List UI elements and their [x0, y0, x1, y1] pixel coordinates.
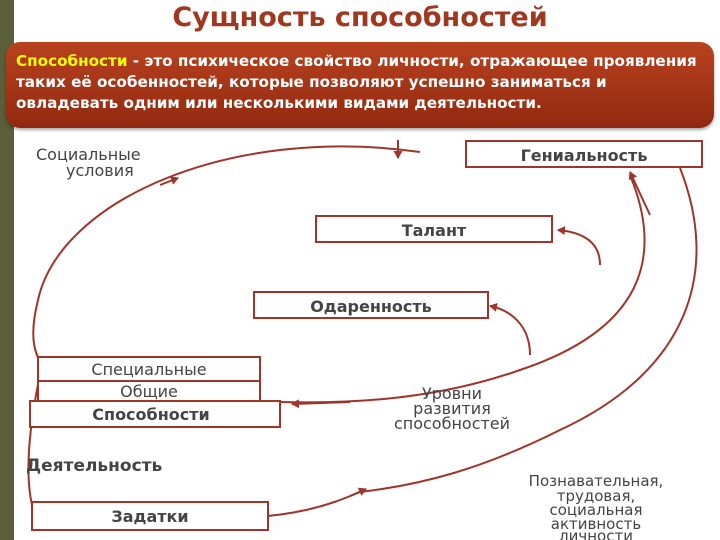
talent-label: Талант [402, 221, 467, 240]
arrow-to-talent [557, 226, 601, 266]
inner-ring-inner-curve [279, 174, 646, 404]
giftedness-label: Одаренность [310, 297, 432, 316]
inclinations-box [31, 501, 269, 531]
activity-types-line-1: Познавательная, [529, 472, 664, 490]
outer-loop-curve [32, 145, 421, 366]
definition-term: Способности [16, 52, 128, 70]
social-conditions-line-2: условия [66, 161, 134, 180]
activity-arrow [349, 487, 367, 497]
activity-types-line-5: личности [559, 527, 633, 540]
special-box [37, 356, 261, 382]
inclinations-label: Задатки [111, 507, 188, 526]
page-title: Сущность способностей [172, 2, 548, 33]
abilities-label: Способности [92, 405, 209, 424]
activity-types-line-4: активность [551, 515, 641, 533]
general-label: Общие [120, 382, 178, 401]
abilities-box [29, 400, 281, 428]
levels-line-3: способностей [394, 414, 510, 433]
arrow-to-giftedness [489, 302, 531, 356]
definition-box: Способности - это психическое свойство л… [6, 42, 714, 128]
left-accent-strip [0, 0, 14, 540]
arrow-to-abilities [291, 399, 351, 409]
talent-box [315, 215, 553, 243]
activity-types-line-2: трудовая, [557, 487, 636, 505]
activity-types-line-3: социальная [549, 501, 642, 519]
genius-label: Гениальность [521, 146, 648, 165]
social-conditions-line-1: Социальные [36, 145, 141, 164]
activity-label: Деятельность [26, 456, 162, 476]
genius-box [465, 140, 703, 168]
special-label: Специальные [91, 360, 206, 379]
arrow-to-genius [628, 171, 651, 216]
giftedness-box [253, 291, 489, 319]
levels-line-1: Уровни [422, 384, 482, 403]
levels-line-2: развития [413, 399, 491, 418]
social-conditions-arrow [159, 176, 179, 186]
inner-ring-outer-curve [359, 167, 698, 493]
definition-text: - это психическое свойство личности, отр… [16, 52, 697, 112]
